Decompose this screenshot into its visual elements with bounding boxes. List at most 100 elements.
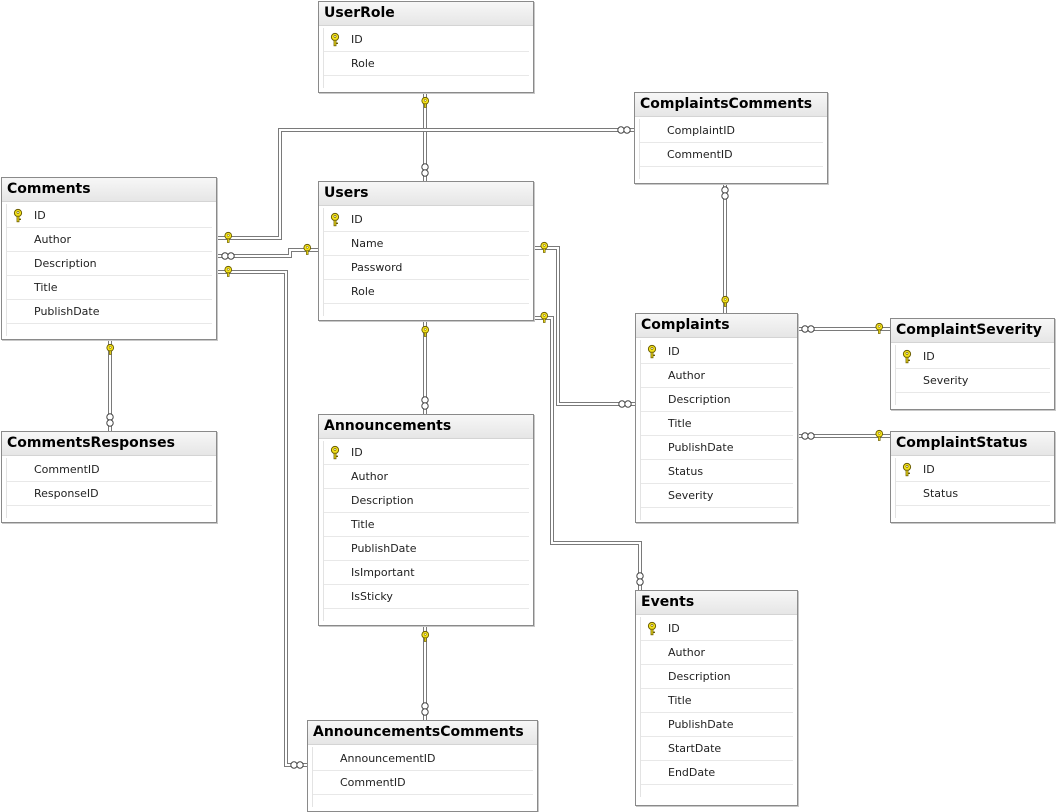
column-name: PublishDate [34,305,100,318]
one-end-key-icon [540,241,549,253]
column-row[interactable]: Description [641,388,793,412]
table-title[interactable]: ComplaintsComments [635,93,827,117]
column-name: PublishDate [351,542,417,555]
column-row[interactable]: Title [641,412,793,436]
column-name: Name [351,237,384,250]
column-row[interactable]: Status [896,482,1050,506]
column-spacer [896,506,1050,518]
column-row[interactable]: PublishDate [641,713,793,737]
column-name: EndDate [668,766,716,779]
column-row[interactable]: Title [324,513,529,537]
column-row[interactable]: ResponseID [7,482,212,506]
column-row[interactable]: Author [641,641,793,665]
column-name: ID [351,213,363,226]
primary-key-icon [900,462,914,477]
column-row[interactable]: ComplaintID [640,119,823,143]
column-row[interactable]: Name [324,232,529,256]
table-title[interactable]: AnnouncementsComments [308,721,537,745]
primary-key-icon [11,208,25,223]
column-name: IsImportant [351,566,415,579]
column-row[interactable]: CommentID [313,771,533,795]
column-row[interactable]: Status [641,460,793,484]
column-row[interactable]: ID [896,458,1050,482]
table-title[interactable]: Users [319,182,533,206]
column-row[interactable]: StartDate [641,737,793,761]
column-row[interactable]: ID [641,340,793,364]
column-row[interactable]: ID [324,208,529,232]
column-name: ID [923,350,935,363]
column-row[interactable]: Description [7,252,212,276]
column-row[interactable]: Title [7,276,212,300]
column-row[interactable]: ID [324,441,529,465]
column-row[interactable]: Role [324,52,529,76]
column-row[interactable]: PublishDate [7,300,212,324]
relationship-line[interactable] [534,316,642,590]
one-end-key-icon [875,322,884,334]
column-row[interactable]: Description [641,665,793,689]
primary-key-icon [645,621,659,636]
table-title[interactable]: CommentsResponses [2,432,216,456]
column-row[interactable]: Author [641,364,793,388]
table-title[interactable]: Complaints [636,314,797,338]
primary-key-icon [328,32,342,47]
table-title[interactable]: Comments [2,178,216,202]
column-row[interactable]: ID [896,345,1050,369]
column-name: ID [351,446,363,459]
column-row[interactable]: IsImportant [324,561,529,585]
relationship-line[interactable] [217,270,307,767]
column-row[interactable]: Description [324,489,529,513]
column-row[interactable]: PublishDate [641,436,793,460]
column-name: Author [351,470,389,483]
column-name: Description [668,393,731,406]
column-row[interactable]: Author [324,465,529,489]
column-name: Severity [668,489,714,502]
column-name: Title [668,694,692,707]
column-spacer [324,609,529,621]
column-row[interactable]: Role [324,280,529,304]
column-row[interactable]: ID [324,28,529,52]
column-name: Title [668,417,692,430]
table-title[interactable]: UserRole [319,2,533,26]
column-row[interactable]: CommentID [640,143,823,167]
column-row[interactable]: Severity [641,484,793,508]
relationship-line[interactable] [534,246,635,406]
column-row[interactable]: ID [7,204,212,228]
column-row[interactable]: Title [641,689,793,713]
column-name: ResponseID [34,487,99,500]
relationship-line[interactable] [217,248,318,258]
many-end-infinity-icon [801,432,815,440]
column-row[interactable]: Password [324,256,529,280]
one-end-key-icon [421,630,430,642]
table-title[interactable]: Announcements [319,415,533,439]
column-row[interactable]: Author [7,228,212,252]
column-row[interactable]: CommentID [7,458,212,482]
table-title[interactable]: ComplaintStatus [891,432,1054,456]
one-end-key-icon [224,231,233,243]
column-row[interactable]: PublishDate [324,537,529,561]
column-row[interactable]: Severity [896,369,1050,393]
one-end-key-icon [540,311,549,323]
relationship-line[interactable] [217,128,634,240]
table-title[interactable]: ComplaintSeverity [891,319,1054,343]
column-row[interactable]: EndDate [641,761,793,785]
table-title[interactable]: Events [636,591,797,615]
column-row[interactable]: ID [641,617,793,641]
many-end-infinity-icon [801,325,815,333]
column-row[interactable]: AnnouncementID [313,747,533,771]
column-name: Password [351,261,403,274]
column-name: Author [668,646,706,659]
column-row[interactable]: IsSticky [324,585,529,609]
